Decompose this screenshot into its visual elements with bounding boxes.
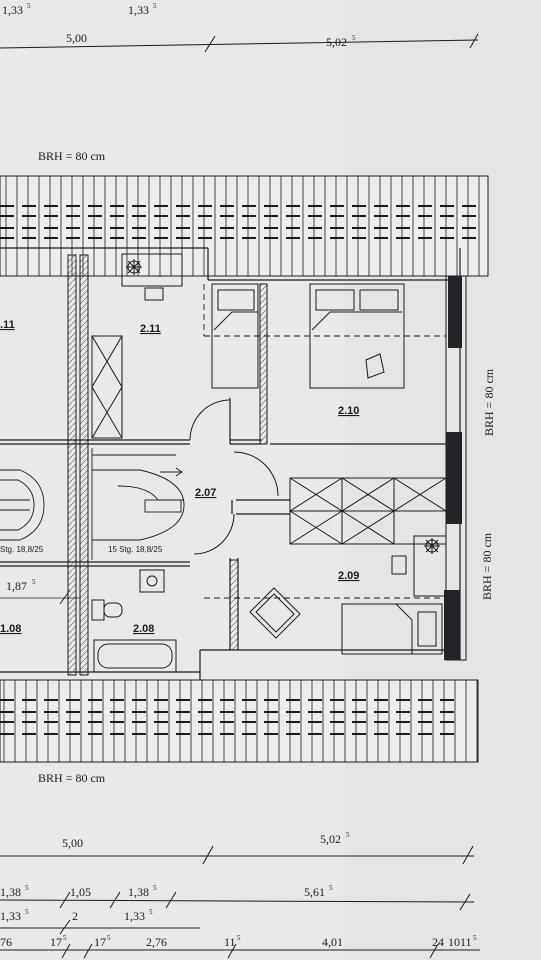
dim-top-partial-mid-sup: 5 <box>153 2 157 10</box>
dimension-lines-bottom <box>0 845 480 959</box>
row4-value: 10 <box>448 935 460 949</box>
brh-label-bottom: BRH = 80 cm <box>38 771 106 785</box>
doors <box>189 399 279 555</box>
row2-value: 1,05 <box>70 885 91 899</box>
row4-value: 11 <box>460 935 472 949</box>
room-label-209: 2.09 <box>338 570 359 582</box>
row2-value: 1,38 <box>0 885 21 899</box>
row3-value: 1,33 <box>124 909 145 923</box>
row4-value: 11 <box>224 935 236 949</box>
brh-label-right-upper: BRH = 80 cm <box>482 368 496 436</box>
row4-sup: 5 <box>237 934 241 942</box>
dim-bottom-row1-a: 5,00 <box>62 836 83 850</box>
desk-room-209 <box>391 535 447 597</box>
stairs-label-right: 15 Stg. 18,8/25 <box>108 545 163 554</box>
wardrobe-large <box>289 477 447 545</box>
window-wall-right <box>444 275 467 661</box>
row2-sup: 5 <box>153 884 157 892</box>
desk-room-211 <box>121 253 183 301</box>
row2-value: 5,61 <box>304 885 325 899</box>
armchair <box>249 587 301 639</box>
row4-value: 24 <box>432 935 444 949</box>
bathroom-fixtures <box>91 569 177 673</box>
dim-bottom-row1-b-sup: 5 <box>346 831 350 839</box>
dim-top-partial-mid: 1,33 <box>128 3 149 17</box>
dim-bottom-row1-b: 5,02 <box>320 832 341 846</box>
row2-sup: 5 <box>25 884 29 892</box>
row4-value: 17 <box>50 935 62 949</box>
brh-label-top: BRH = 80 cm <box>38 149 106 163</box>
wardrobe-small <box>91 335 123 439</box>
hatched-walls <box>67 254 268 676</box>
dimension-line-top <box>0 33 479 53</box>
row2-value: 1,38 <box>128 885 149 899</box>
dim-inside: 1,87 <box>6 579 27 593</box>
roof-bottom <box>0 679 479 763</box>
dim-top-b-sup: 5 <box>352 34 356 42</box>
room-label-207: 2.07 <box>195 487 216 499</box>
room-label-210: 2.10 <box>338 405 359 417</box>
bed-room-209 <box>341 603 443 655</box>
dim-top-b: 5,02 <box>326 35 347 49</box>
row2-sup: 5 <box>329 884 333 892</box>
row3-value: 1,33 <box>0 909 21 923</box>
stairs-label-left: Stg. 18,8/25 <box>0 545 44 554</box>
room-label-211: 2.11 <box>140 323 161 335</box>
row3-sup: 5 <box>25 908 29 916</box>
row4-sup: 5 <box>473 934 477 942</box>
row3-sup: 5 <box>149 908 153 916</box>
room-label-108: 1.08 <box>0 623 21 635</box>
dim-top-a: 5,00 <box>66 31 87 45</box>
row4-value: 4,01 <box>322 935 343 949</box>
dim-inside-sup: 5 <box>32 578 36 586</box>
row4-value: 76 <box>0 935 12 949</box>
room-label-208: 2.08 <box>133 623 154 635</box>
room-label-211-left: .11 <box>0 319 15 331</box>
row4-value: 2,76 <box>146 935 167 949</box>
stairs-right <box>91 448 185 560</box>
top-partial-dims: 1,33 5 1,33 5 <box>2 2 157 17</box>
row4-value: 17 <box>94 935 106 949</box>
brh-label-right-lower: BRH = 80 cm <box>480 532 494 600</box>
row4-sup: 5 <box>63 934 67 942</box>
row4-sup: 5 <box>107 934 111 942</box>
stairs-left <box>0 469 45 541</box>
row3-value: 2 <box>72 909 78 923</box>
dim-top-partial-left-sup: 5 <box>27 2 31 10</box>
dim-top-partial-left: 1,33 <box>2 3 23 17</box>
